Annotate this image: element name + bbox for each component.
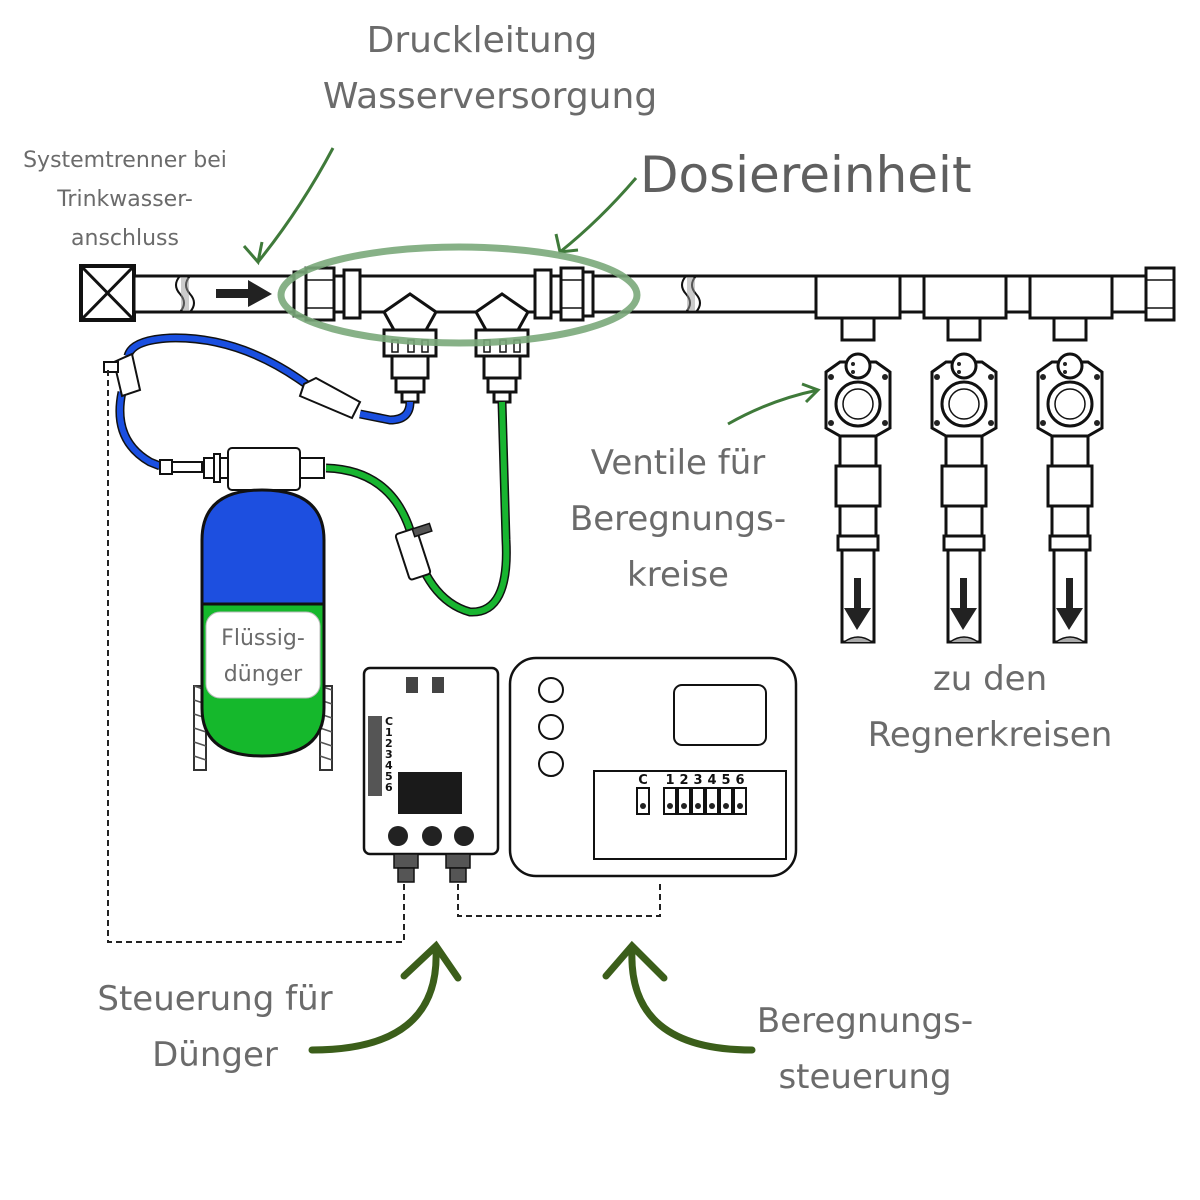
tank-connector (203, 447, 301, 491)
valve-branch-2 (922, 274, 1008, 644)
injection-fitting-inlet (382, 292, 438, 404)
valve-branch-1 (814, 274, 902, 644)
svg-text:5: 5 (385, 770, 393, 783)
valve-branch-3 (1028, 274, 1114, 644)
cable-dosing-to-irrigation-controller (457, 882, 661, 917)
irrigation-controller-button-2[interactable] (538, 714, 564, 740)
label-pressure-line-2: Wasserversorgung (323, 76, 657, 117)
blue-hose (103, 333, 415, 475)
injection-fitting-outlet (474, 292, 530, 404)
irrigation-controller-display (673, 684, 767, 746)
fertilizer-controller-button-1[interactable] (388, 826, 408, 846)
label-pressure-line-1: Druckleitung (367, 20, 598, 61)
irrigation-controller-terminal-labels: C 1 2 3 4 5 6 (638, 773, 744, 788)
svg-text:3: 3 (693, 773, 702, 788)
flow-direction-arrow-icon (216, 280, 272, 307)
fertilizer-controller-button-3[interactable] (454, 826, 474, 846)
label-fertilizer-control-1: Steuerung für (97, 979, 332, 1019)
label-irrigation-control-2: steuerung (778, 1057, 951, 1097)
green-hose (299, 401, 511, 617)
label-dosing-unit: Dosiereinheit (640, 146, 972, 204)
label-valves-1: Ventile für (591, 443, 766, 483)
cable-sensor-to-dosing-controller (107, 370, 405, 943)
svg-text:C: C (385, 715, 393, 728)
curved-arrow-irrigation-control (628, 946, 756, 1054)
svg-text:C: C (638, 773, 648, 788)
curved-arrowhead-fertilizer-control (400, 940, 462, 982)
label-valves-3: kreise (627, 555, 729, 595)
arrow-down-icon (844, 578, 871, 630)
arrow-down-icon (950, 578, 977, 630)
irrigation-controller: C 1 2 3 4 5 6 (508, 656, 798, 878)
fertilizer-tank: Flüssig- dünger (193, 488, 333, 771)
svg-text:6: 6 (735, 773, 744, 788)
pointer-arrow-pressure-line (256, 147, 335, 263)
curved-arrow-fertilizer-control (308, 946, 440, 1054)
dosing-unit-highlight (277, 243, 641, 347)
fertilizer-controller-button-2[interactable] (422, 826, 442, 846)
fertilizer-controller-terminal-labels: C 1 2 3 4 5 6 (385, 715, 393, 794)
label-separator-3: anschluss (71, 226, 179, 251)
irrigation-controller-terminals (636, 787, 747, 815)
pointer-arrowhead-valves (801, 382, 821, 404)
pointer-arrow-dosing-unit (559, 177, 638, 254)
label-fertilizer-1: Flüssig- (221, 626, 305, 651)
svg-text:5: 5 (721, 773, 730, 788)
svg-text:3: 3 (385, 748, 393, 761)
system-separator-icon (79, 264, 136, 322)
svg-text:6: 6 (385, 781, 393, 794)
label-fertilizer-control-2: Dünger (152, 1035, 278, 1075)
label-separator-2: Trinkwasser- (56, 187, 193, 212)
pipe-end-cap (1144, 266, 1176, 322)
pointer-arrow-valves (727, 388, 819, 426)
pointer-arrowhead-dosing-unit (554, 233, 579, 254)
label-circuits-2: Regnerkreisen (868, 715, 1113, 755)
curved-arrowhead-irrigation-control (602, 940, 668, 982)
label-circuits-1: zu den (933, 659, 1047, 699)
pointer-arrowhead-pressure-line (242, 241, 264, 266)
svg-text:2: 2 (679, 773, 688, 788)
label-valves-2: Beregnungs- (570, 499, 786, 539)
svg-text:2: 2 (385, 737, 393, 750)
svg-text:4: 4 (385, 759, 393, 772)
fertilizer-controller-display (398, 772, 462, 814)
label-fertilizer-2: dünger (224, 662, 303, 687)
arrow-down-icon (1056, 578, 1083, 630)
pipe-union-right (533, 266, 595, 322)
irrigation-controller-button-1[interactable] (538, 677, 564, 703)
pipe-union-left (292, 266, 362, 322)
svg-text:4: 4 (707, 773, 716, 788)
label-irrigation-control-1: Beregnungs- (757, 1001, 973, 1041)
svg-text:1: 1 (665, 773, 674, 788)
irrigation-controller-button-3[interactable] (538, 751, 564, 777)
svg-text:1: 1 (385, 726, 393, 739)
label-separator-1: Systemtrenner bei (23, 148, 227, 173)
fertilizer-controller: C 1 2 3 4 5 6 (362, 666, 500, 883)
